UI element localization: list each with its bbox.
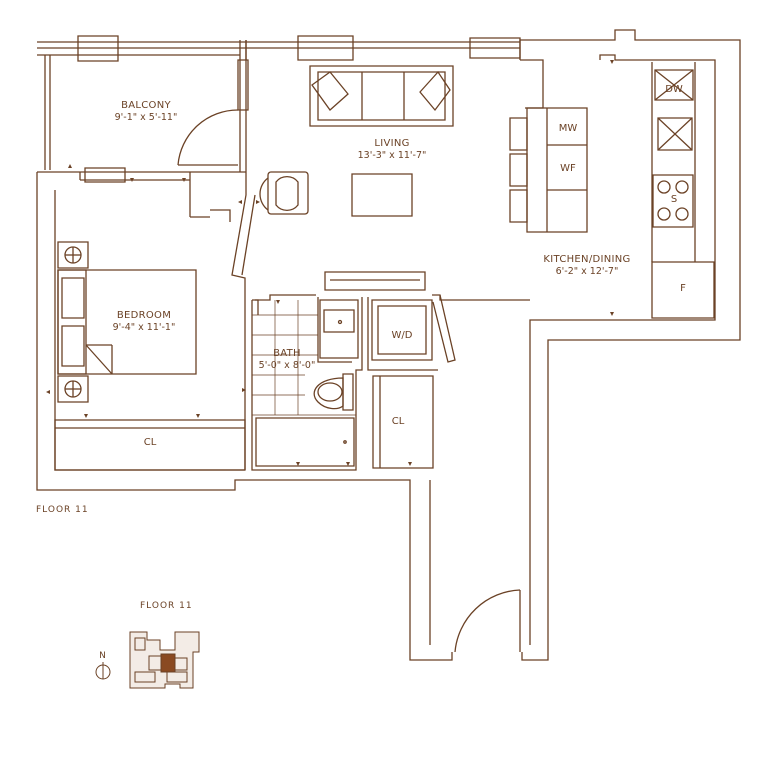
room-label-bath: BATH 5'-0" x 8'-0" — [247, 348, 327, 372]
armchair — [260, 172, 308, 214]
bath-dimensions: 5'-0" x 8'-0" — [258, 360, 316, 371]
sofa — [310, 66, 453, 126]
balcony-railing — [45, 55, 50, 170]
label-dw: DW — [665, 84, 683, 95]
keyplan-title: FLOOR 11 — [140, 601, 193, 611]
hall-closet — [373, 376, 433, 468]
label-mw: MW — [558, 123, 578, 134]
interior-partitions — [246, 40, 530, 300]
label-closet-hall: CL — [391, 416, 405, 427]
label-closet-bedroom: CL — [143, 437, 157, 448]
label-washer-dryer: W/D — [391, 330, 413, 341]
label-stove: S — [670, 194, 678, 205]
bedroom-name: BEDROOM — [116, 310, 172, 321]
bedroom-window — [80, 168, 246, 217]
kitchen-island — [510, 108, 587, 232]
label-fridge: F — [680, 283, 686, 294]
bedroom-closet — [55, 420, 245, 470]
balcony-name: BALCONY — [121, 100, 171, 111]
window-wall-top — [37, 36, 520, 172]
room-label-bedroom: BEDROOM 9'-4" x 11'-1" — [94, 310, 194, 334]
bath-tiles — [252, 300, 356, 415]
kitchen-dimensions: 6'-2" x 12'-7" — [555, 266, 619, 277]
dimension-markers — [46, 60, 614, 466]
exterior-walls — [37, 30, 740, 660]
living-dimensions: 13'-3" x 11'-7" — [357, 150, 427, 161]
entry-door — [455, 590, 520, 652]
room-label-living: LIVING 13'-3" x 11'-7" — [342, 138, 442, 162]
kitchen-counter — [652, 62, 714, 318]
label-wf: WF — [560, 163, 576, 174]
coffee-table — [352, 174, 412, 216]
vanity — [320, 300, 358, 358]
north-label: N — [99, 651, 107, 661]
bath-name: BATH — [273, 348, 301, 359]
bedroom-dimensions: 9'-4" x 11'-1" — [112, 322, 176, 333]
room-label-balcony: BALCONY 9'-1" x 5'-11" — [96, 100, 196, 124]
floor-label: FLOOR 11 — [36, 505, 89, 515]
toilet — [314, 374, 353, 410]
bed — [58, 242, 196, 402]
room-label-kitchen: KITCHEN/DINING 6'-2" x 12'-7" — [527, 254, 647, 278]
bedroom-door — [210, 172, 255, 470]
keyplan — [125, 628, 205, 692]
bathtub — [256, 418, 354, 466]
balcony-door — [178, 110, 238, 165]
washer-dryer — [368, 295, 455, 370]
bath-walls — [252, 272, 425, 470]
kitchen-name: KITCHEN/DINING — [543, 254, 631, 265]
living-name: LIVING — [374, 138, 410, 149]
balcony-dimensions: 9'-1" x 5'-11" — [114, 112, 178, 123]
north-arrow-icon — [94, 660, 112, 682]
